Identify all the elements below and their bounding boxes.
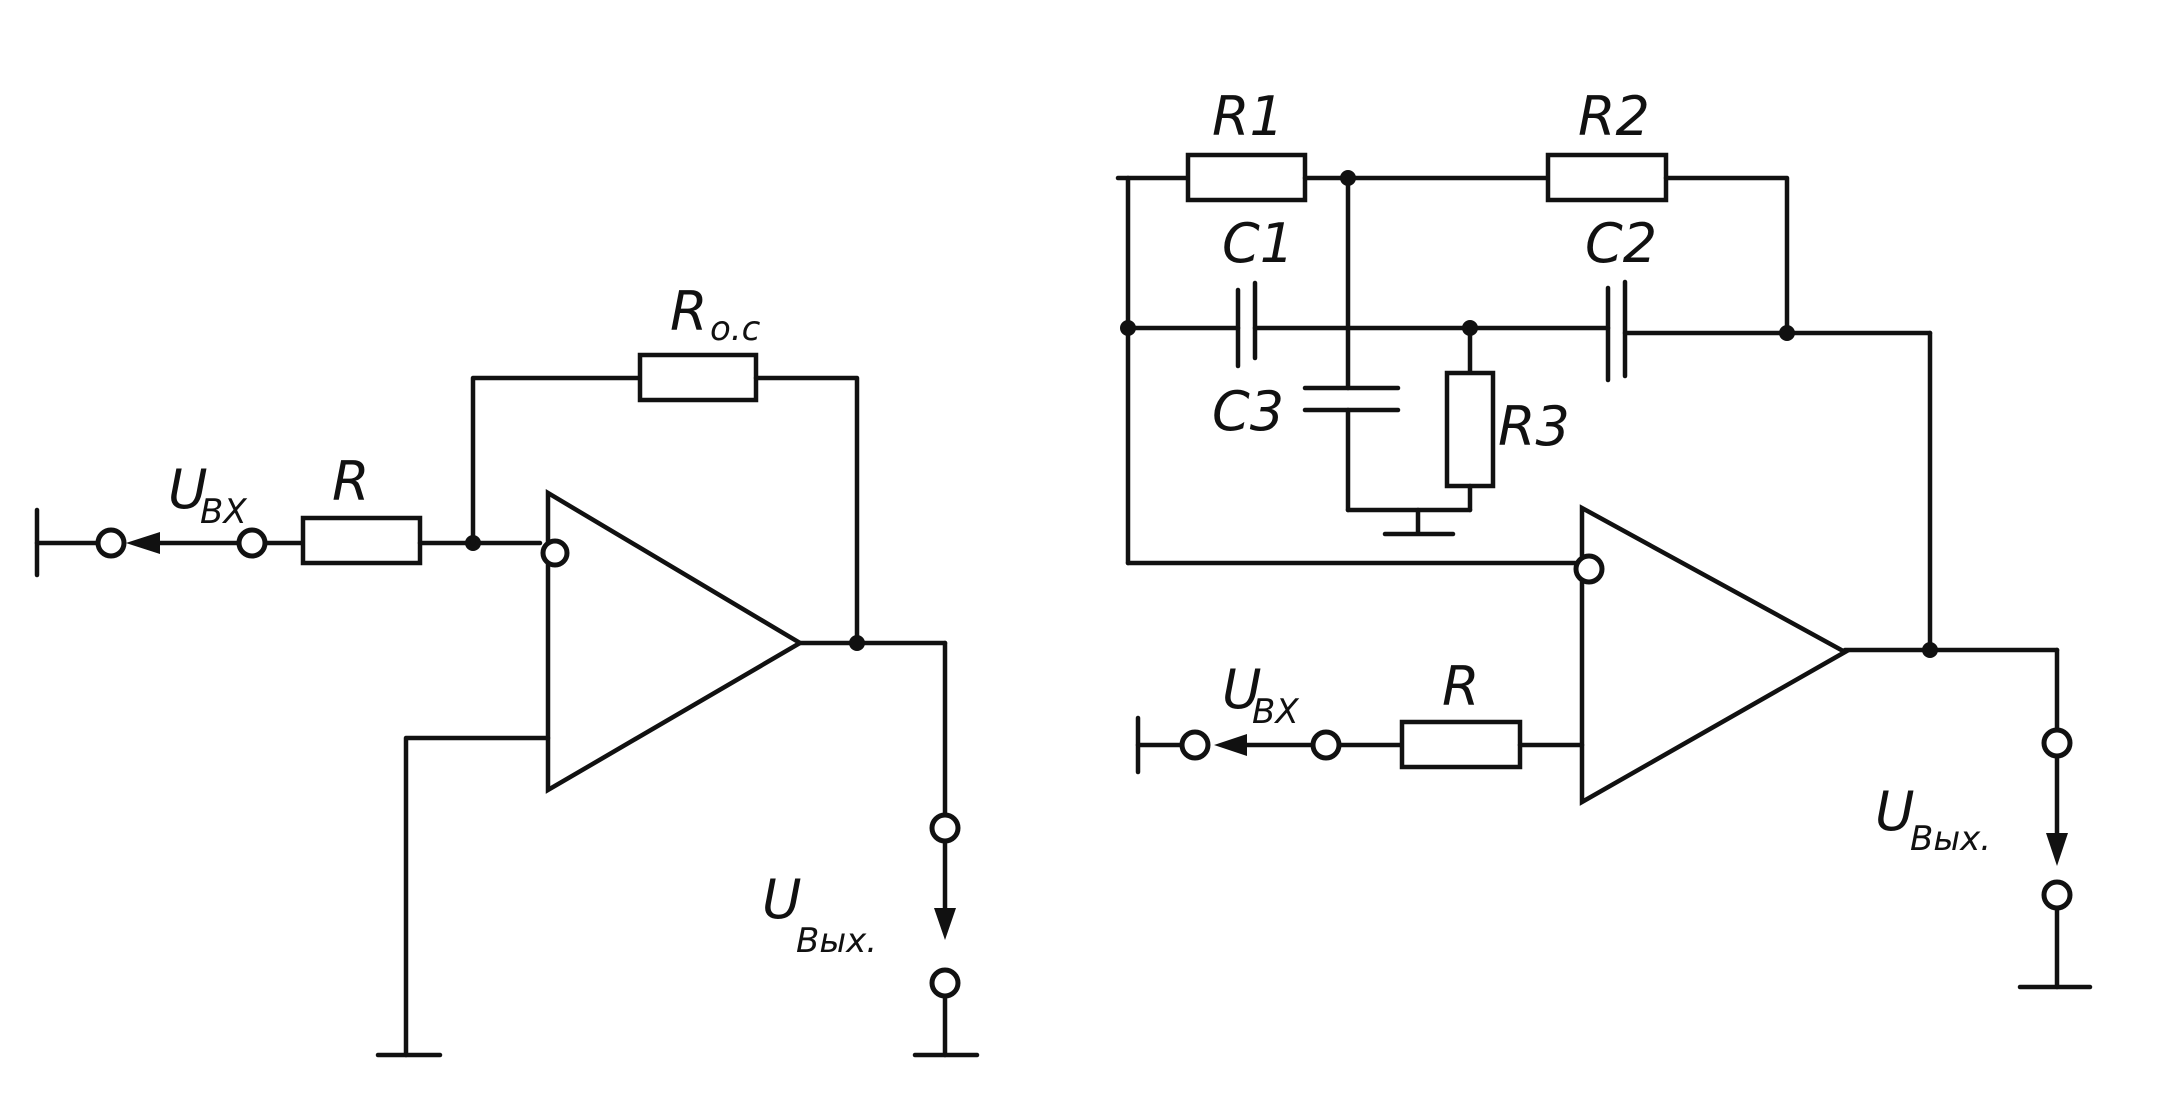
right-output-terminal: [2041, 727, 2073, 759]
right-c2-label: C2: [1585, 212, 1657, 275]
right-output-voltage-sub: Bых.: [1910, 819, 1991, 859]
left-op-amp-inverting-input: [540, 538, 570, 568]
right-input-voltage-sub: BX: [1252, 692, 1299, 732]
right-op-amp: [1579, 504, 1850, 806]
right-input-terminal: [1310, 729, 1342, 761]
circuit-right: R1 R2 C1 C2 C3 R3 U BX R U Bых.: [1115, 85, 2093, 990]
left-feedback-wire: [470, 375, 643, 546]
left-op-amp: [545, 489, 805, 794]
right-output-ground-terminal: [2041, 879, 2073, 911]
left-input-resistor: [300, 515, 423, 566]
left-input-voltage-label: U: [168, 458, 208, 521]
right-r3-label: R3: [1498, 395, 1570, 458]
right-resistor-r2: [1545, 152, 1669, 203]
left-feedback-resistor-sub: o.c: [710, 309, 761, 349]
left-input-terminal: [236, 527, 268, 559]
left-noninv-ground-wire: [403, 735, 551, 1058]
right-output-voltage-arrowhead: [2046, 833, 2068, 866]
right-r2-label: R2: [1578, 85, 1650, 148]
left-output-voltage-arrowhead: [934, 908, 956, 940]
left-output-terminal: [929, 812, 961, 844]
left-output-voltage-sub: Bых.: [796, 921, 877, 961]
left-feedback-wire-out: [753, 375, 860, 646]
right-c1-label: C1: [1222, 212, 1294, 275]
left-input-resistor-label: R: [332, 450, 370, 513]
right-top-wire-right: [1663, 175, 1790, 336]
left-feedback-resistor-label: R: [670, 280, 708, 343]
right-op-amp-inverting-input: [1573, 553, 1605, 585]
right-input-resistor-label: R: [1442, 655, 1480, 718]
right-input-voltage-label: U: [1222, 658, 1262, 721]
right-resistor-r3: [1444, 370, 1496, 489]
left-input-ground-terminal: [95, 527, 127, 559]
right-resistor-r1: [1185, 152, 1308, 203]
left-feedback-resistor: [637, 352, 759, 403]
circuit-left: U BX R R o.c U Bых.: [34, 280, 980, 1058]
right-output-voltage-label: U: [1875, 780, 1915, 843]
left-output-ground-terminal: [929, 967, 961, 999]
right-junction-output: [1922, 642, 1938, 658]
right-input-resistor: [1399, 719, 1523, 770]
right-c3-label: C3: [1212, 380, 1284, 443]
right-input-voltage-arrowhead: [1214, 734, 1247, 756]
left-junction-output: [849, 635, 865, 651]
right-r1-label: R1: [1212, 85, 1284, 148]
right-junction-c2-out: [1779, 325, 1795, 341]
left-input-voltage-arrowhead: [126, 532, 160, 554]
right-input-ground-terminal: [1179, 729, 1211, 761]
left-input-voltage-sub: BX: [200, 492, 247, 532]
left-output-voltage-label: U: [762, 868, 802, 931]
